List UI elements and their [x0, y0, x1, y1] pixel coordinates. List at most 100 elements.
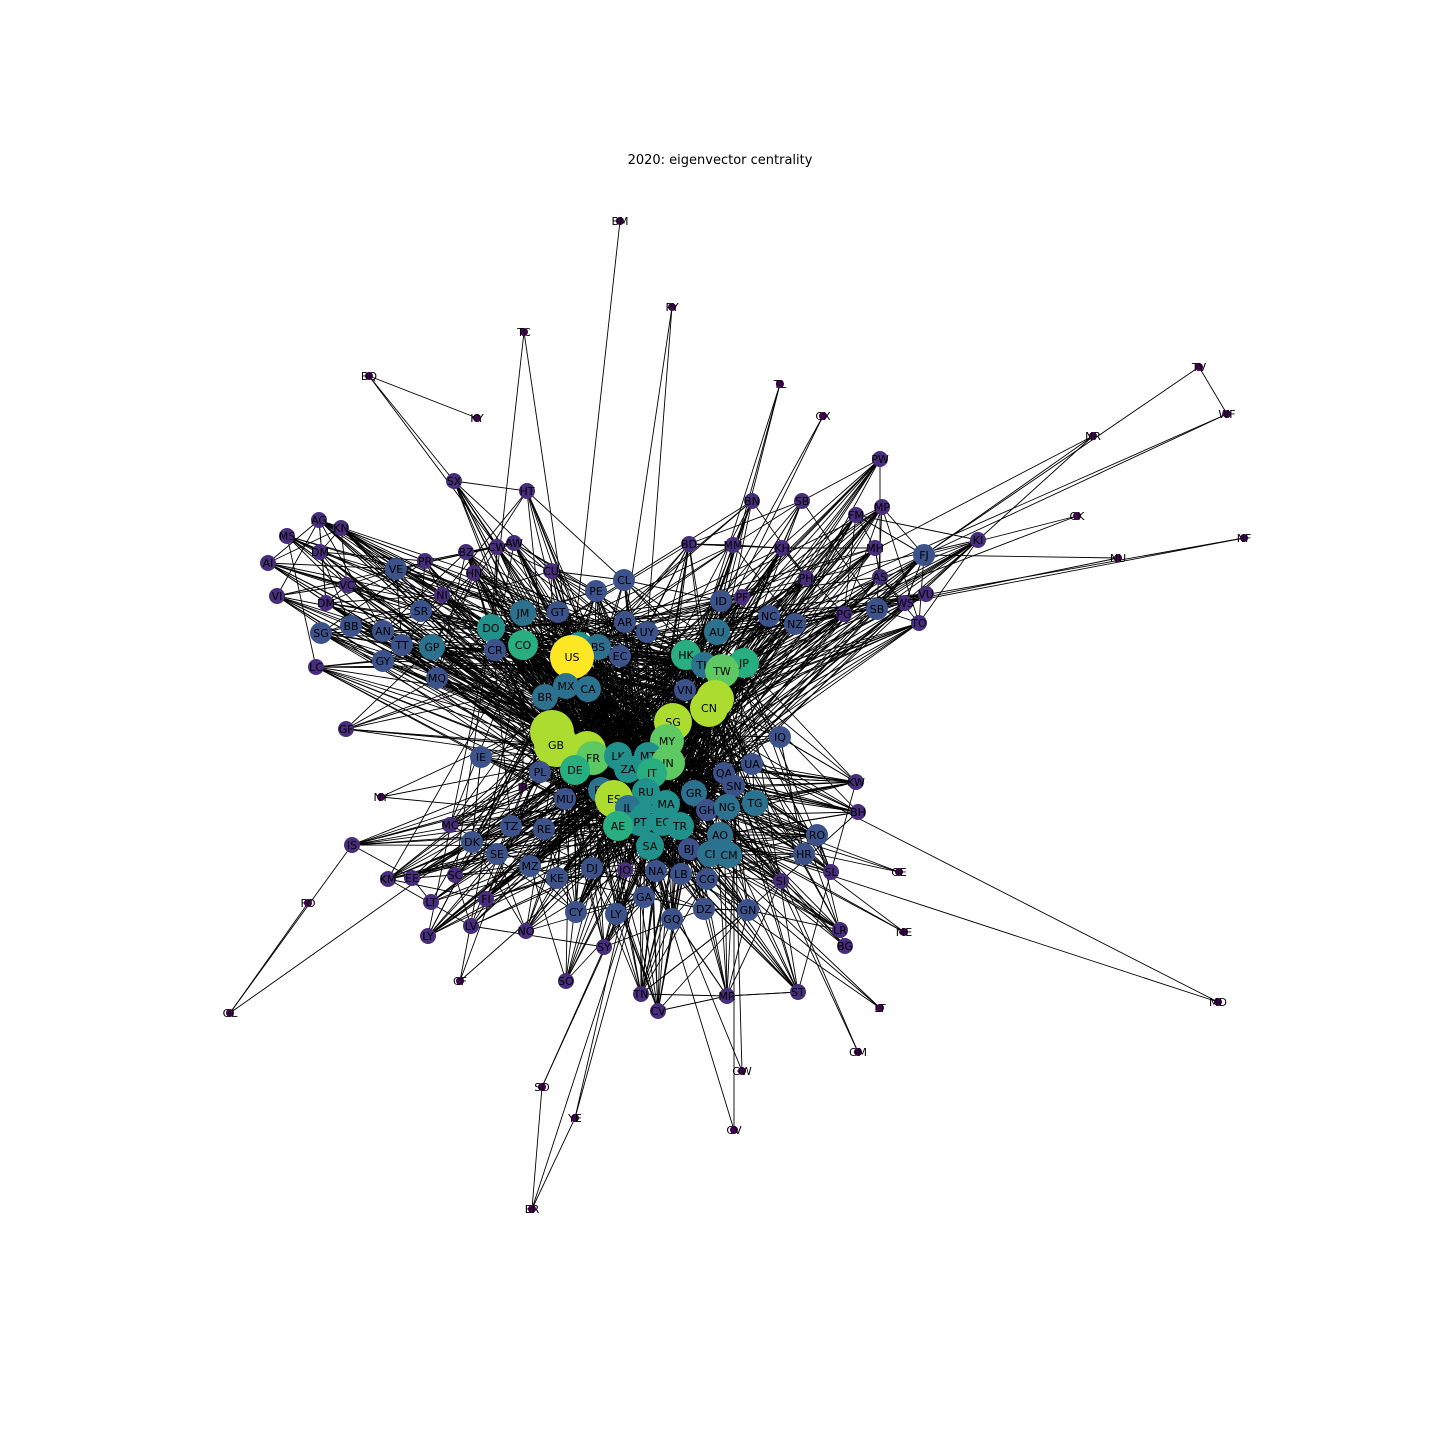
node-ee: EE [404, 870, 420, 886]
edge [368, 375, 478, 419]
node-marker [617, 862, 633, 878]
node-marker [696, 799, 718, 821]
edge [591, 867, 605, 948]
node-sx: SX [446, 473, 462, 489]
edge [525, 798, 615, 932]
node-marker [874, 499, 890, 515]
node-label: MH [866, 542, 884, 555]
edge [721, 670, 805, 855]
edge [387, 749, 588, 880]
edge [387, 744, 557, 880]
node-marker [575, 676, 601, 702]
node-marker [529, 761, 551, 783]
node-label: GT [551, 606, 566, 619]
edge [320, 610, 422, 634]
node-marker [596, 939, 612, 955]
node-marker [854, 1048, 862, 1056]
node-label: SY [597, 941, 611, 954]
node-marker [1073, 512, 1081, 520]
edge [801, 458, 881, 502]
edge [657, 707, 710, 1012]
node-na: NA [645, 860, 667, 882]
node-marker [571, 1114, 579, 1122]
node-label: GL [223, 1007, 239, 1020]
node-lb: LB [670, 863, 692, 885]
node-label: IT [647, 767, 657, 780]
node-label: GM [849, 1046, 867, 1059]
node-bj: BJ [678, 838, 700, 860]
node-label: BJ [684, 843, 695, 856]
edge [574, 816, 645, 1119]
node-label: SL [824, 866, 838, 879]
node-za: ZA [614, 755, 642, 783]
edge [855, 514, 979, 541]
node-label: JO [618, 864, 631, 877]
edge [436, 572, 475, 679]
node-label: FI [481, 893, 491, 906]
node-gw: GW [732, 1065, 752, 1078]
node-marker [520, 328, 528, 336]
node-label: HN [466, 567, 483, 580]
node-lr: LR [832, 922, 848, 938]
node-label: IE [476, 751, 486, 764]
node-marker [528, 1205, 536, 1213]
edge [843, 514, 857, 615]
node-vu: VU [918, 586, 934, 602]
node-fo: FO [301, 897, 316, 910]
node-cv: CV [726, 1124, 742, 1137]
edge [751, 763, 857, 783]
edge [276, 568, 397, 597]
node-marker [340, 615, 362, 637]
edge [496, 798, 615, 855]
node-cm: CM [716, 842, 742, 868]
node-marker [434, 587, 450, 603]
edge [741, 500, 803, 598]
edge [513, 542, 559, 613]
node-marker [581, 857, 603, 879]
node-pt: PT [626, 808, 654, 836]
node-marker [790, 984, 806, 1000]
node-to: TO [910, 615, 927, 631]
node-marker [730, 1126, 738, 1134]
edge [578, 544, 734, 647]
edge [726, 991, 799, 997]
node-marker [848, 774, 864, 790]
node-label: VN [677, 684, 693, 697]
node-mp: MP [874, 499, 890, 515]
edge [319, 551, 426, 562]
node-lv: LV [463, 918, 479, 934]
edge [276, 584, 348, 597]
edge [640, 707, 710, 995]
node-marker [876, 1004, 884, 1012]
edge [743, 662, 857, 783]
node-marker [486, 843, 508, 865]
node-marker [1114, 554, 1122, 562]
node-marker [553, 673, 579, 699]
node-label: MC [441, 819, 458, 832]
node-label: NG [719, 801, 736, 814]
edge [453, 480, 528, 492]
edge [918, 539, 979, 624]
node-label: KE [550, 872, 564, 885]
node-label: TN [633, 988, 649, 1001]
node-label: HT [520, 485, 535, 498]
node-label: MS [279, 530, 295, 543]
edge [578, 645, 859, 813]
node-marker [404, 870, 420, 886]
node-lc: LC [308, 659, 324, 675]
node-label: JM [516, 607, 530, 620]
node-label: AI [263, 557, 274, 570]
node-marker [308, 659, 324, 675]
node-bm: BM [611, 215, 628, 228]
node-ph: PH [798, 570, 814, 586]
edge [923, 435, 1094, 556]
node-marker [1240, 534, 1248, 542]
node-cw: CW [488, 539, 506, 555]
edge [395, 568, 403, 646]
node-fj: FJ [913, 544, 935, 566]
node-jm: JM [510, 600, 536, 626]
node-label: TT [394, 639, 409, 652]
node-marker [832, 922, 848, 938]
node-label: SR [414, 605, 429, 618]
node-label: PR [418, 555, 433, 568]
